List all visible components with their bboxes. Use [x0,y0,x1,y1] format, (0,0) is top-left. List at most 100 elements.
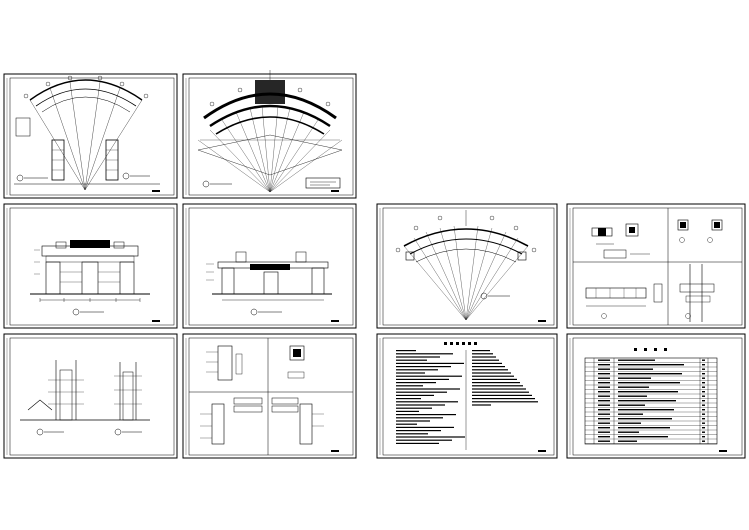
notes-line-right [472,353,493,355]
schedule-code-cell [598,436,610,438]
notes-line-left [396,382,436,384]
sheet-3-front-elevation [3,203,178,329]
notes-line-right [472,362,502,364]
notes-line-right [472,356,496,358]
schedule-desc-cell [618,400,676,402]
sheet-7-arc-structure-plan [376,203,558,329]
notes-line-left [396,398,421,400]
schedule-code-cell [598,382,610,384]
schedule-num-cell [702,386,705,388]
notes-line-right [472,394,532,396]
notes-line-right [472,385,523,387]
schedule-desc-cell [618,395,647,397]
schedule-desc-cell [618,413,643,415]
notes-line-left [396,420,430,422]
schedule-desc-cell [618,359,655,361]
schedule-row-lines [585,362,717,444]
schedule-desc-cell [618,436,668,438]
schedule-desc-cell [618,409,674,411]
schedule-num-cell [702,364,705,366]
schedule-num-cell [702,377,705,379]
schedule-code-cell [598,364,610,366]
schedule-desc-cell [618,431,639,433]
schedule-num-cell [702,418,705,420]
schedule-cell-text [598,359,705,442]
sheet-1-arc-plan [3,73,178,199]
notes-line-left [396,423,417,425]
schedule-code-cell [598,409,610,411]
notes-line-left [396,362,464,364]
notes-line-right [472,398,535,400]
notes-line-left [396,391,447,393]
schedule-num-cell [702,413,705,415]
schedule-desc-cell [618,377,651,379]
notes-line-right [472,372,511,374]
schedule-num-cell [702,391,705,393]
notes-line-left [396,378,449,380]
notes-line-left [396,372,425,374]
schedule-code-cell [598,368,610,370]
schedule-code-cell [598,440,610,442]
schedule-num-cell [702,409,705,411]
notes-line-right [472,388,526,390]
notes-line-left [396,375,462,377]
schedule-desc-cell [618,386,649,388]
schedule-code-cell [598,391,610,393]
notes-line-left [396,350,416,352]
notes-line-right [472,359,499,361]
notes-line-right [472,369,508,371]
notes-line-left [396,439,452,441]
schedule-num-cell [702,382,705,384]
schedule-desc-cell [618,422,641,424]
notes-line-left [396,442,439,444]
notes-line-left [396,356,440,358]
notes-line-left [396,414,456,416]
schedule-num-cell [702,436,705,438]
schedule-num-cell [702,400,705,402]
notes-line-left [396,417,443,419]
schedule-code-cell [598,359,610,361]
schedule-num-cell [702,395,705,397]
notes-line-right [472,404,491,406]
notes-line-left [396,426,454,428]
notes-line-left [396,404,445,406]
sheet-9-design-notes [376,333,558,459]
notes-text-lines [396,350,538,444]
notes-line-left [396,410,419,412]
notes-line-left [396,359,427,361]
schedule-desc-cell [618,373,682,375]
notes-line-left [396,433,428,435]
sheet-8-detail-callouts [566,203,746,329]
schedule-num-cell [702,431,705,433]
schedule-desc-cell [618,364,684,366]
schedule-desc-cell [618,440,637,442]
schedule-desc-cell [618,368,653,370]
notes-line-left [396,430,441,432]
notes-line-left [396,353,453,355]
notes-line-left [396,388,460,390]
notes-line-right [472,401,538,403]
schedule-code-cell [598,404,610,406]
notes-line-left [396,407,432,409]
schedule-code-cell [598,431,610,433]
schedule-code-cell [598,400,610,402]
schedule-code-cell [598,386,610,388]
schedule-num-cell [702,373,705,375]
schedule-num-cell [702,359,705,361]
sheet-4-rear-elevation [182,203,357,329]
schedule-code-cell [598,422,610,424]
schedule-code-cell [598,373,610,375]
schedule-code-cell [598,377,610,379]
notes-line-left [396,369,438,371]
schedule-desc-cell [618,418,672,420]
notes-line-left [396,385,423,387]
notes-line-right [472,375,514,377]
notes-line-right [472,350,490,352]
sheet-6-node-details [182,333,357,459]
schedule-num-cell [702,404,705,406]
schedule-num-cell [702,440,705,442]
schedule-code-cell [598,413,610,415]
schedule-code-cell [598,418,610,420]
